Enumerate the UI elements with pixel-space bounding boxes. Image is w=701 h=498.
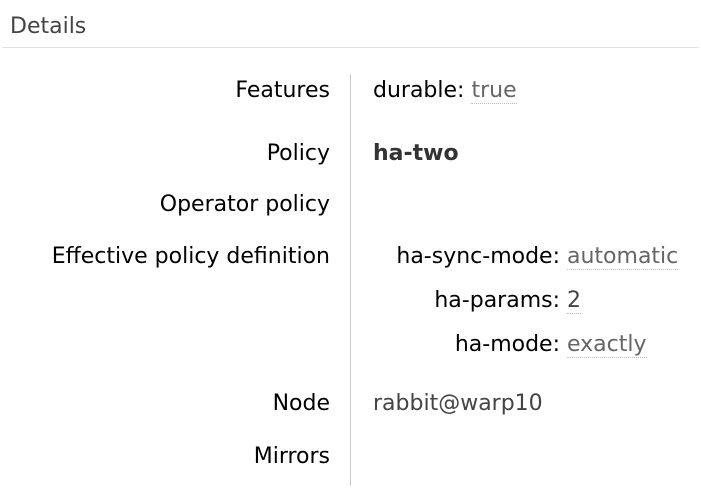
policy-def-key-ha-params: ha-params: xyxy=(434,288,560,313)
policy-def-val-cell: exactly xyxy=(560,323,701,367)
fact-value-node: rabbit@warp10 xyxy=(350,374,701,430)
fact-value-policy: ha-two xyxy=(350,122,701,180)
policy-name: ha-two xyxy=(373,141,459,166)
policy-def-value-ha-sync-mode: automatic xyxy=(567,244,679,270)
policy-definition-table: ha-sync-mode: automatic ha-params: 2 ha-… xyxy=(373,235,701,367)
fact-label-operator-policy: Operator policy xyxy=(159,192,330,217)
policy-def-val-cell: automatic xyxy=(560,235,701,279)
fact-label-effective-policy-definition: Effective policy definition xyxy=(51,244,330,269)
policy-def-key-ha-mode: ha-mode: xyxy=(454,332,560,357)
feature-durable-value: true xyxy=(471,78,517,104)
fact-value-effective-policy-definition: ha-sync-mode: automatic ha-params: 2 ha-… xyxy=(350,232,701,374)
fact-label-node: Node xyxy=(272,391,330,416)
fact-value-mirrors xyxy=(350,430,701,486)
facts-table: Features durable: true Policy ha-two Ope… xyxy=(0,74,701,486)
policy-def-value-ha-params: 2 xyxy=(567,288,581,314)
fact-label-policy: Policy xyxy=(266,141,330,166)
policy-def-val-cell: 2 xyxy=(560,279,701,323)
fact-label-mirrors: Mirrors xyxy=(253,444,330,469)
fact-label-features: Features xyxy=(235,78,330,103)
fact-value-features: durable: true xyxy=(350,74,701,122)
section-title: Details xyxy=(10,14,87,39)
feature-durable-key: durable: xyxy=(373,78,465,103)
section-header: Details xyxy=(2,0,699,48)
policy-def-value-ha-mode: exactly xyxy=(567,332,647,358)
fact-value-operator-policy xyxy=(350,180,701,232)
node-name: rabbit@warp10 xyxy=(373,391,543,416)
policy-def-key-ha-sync-mode: ha-sync-mode: xyxy=(396,244,560,269)
